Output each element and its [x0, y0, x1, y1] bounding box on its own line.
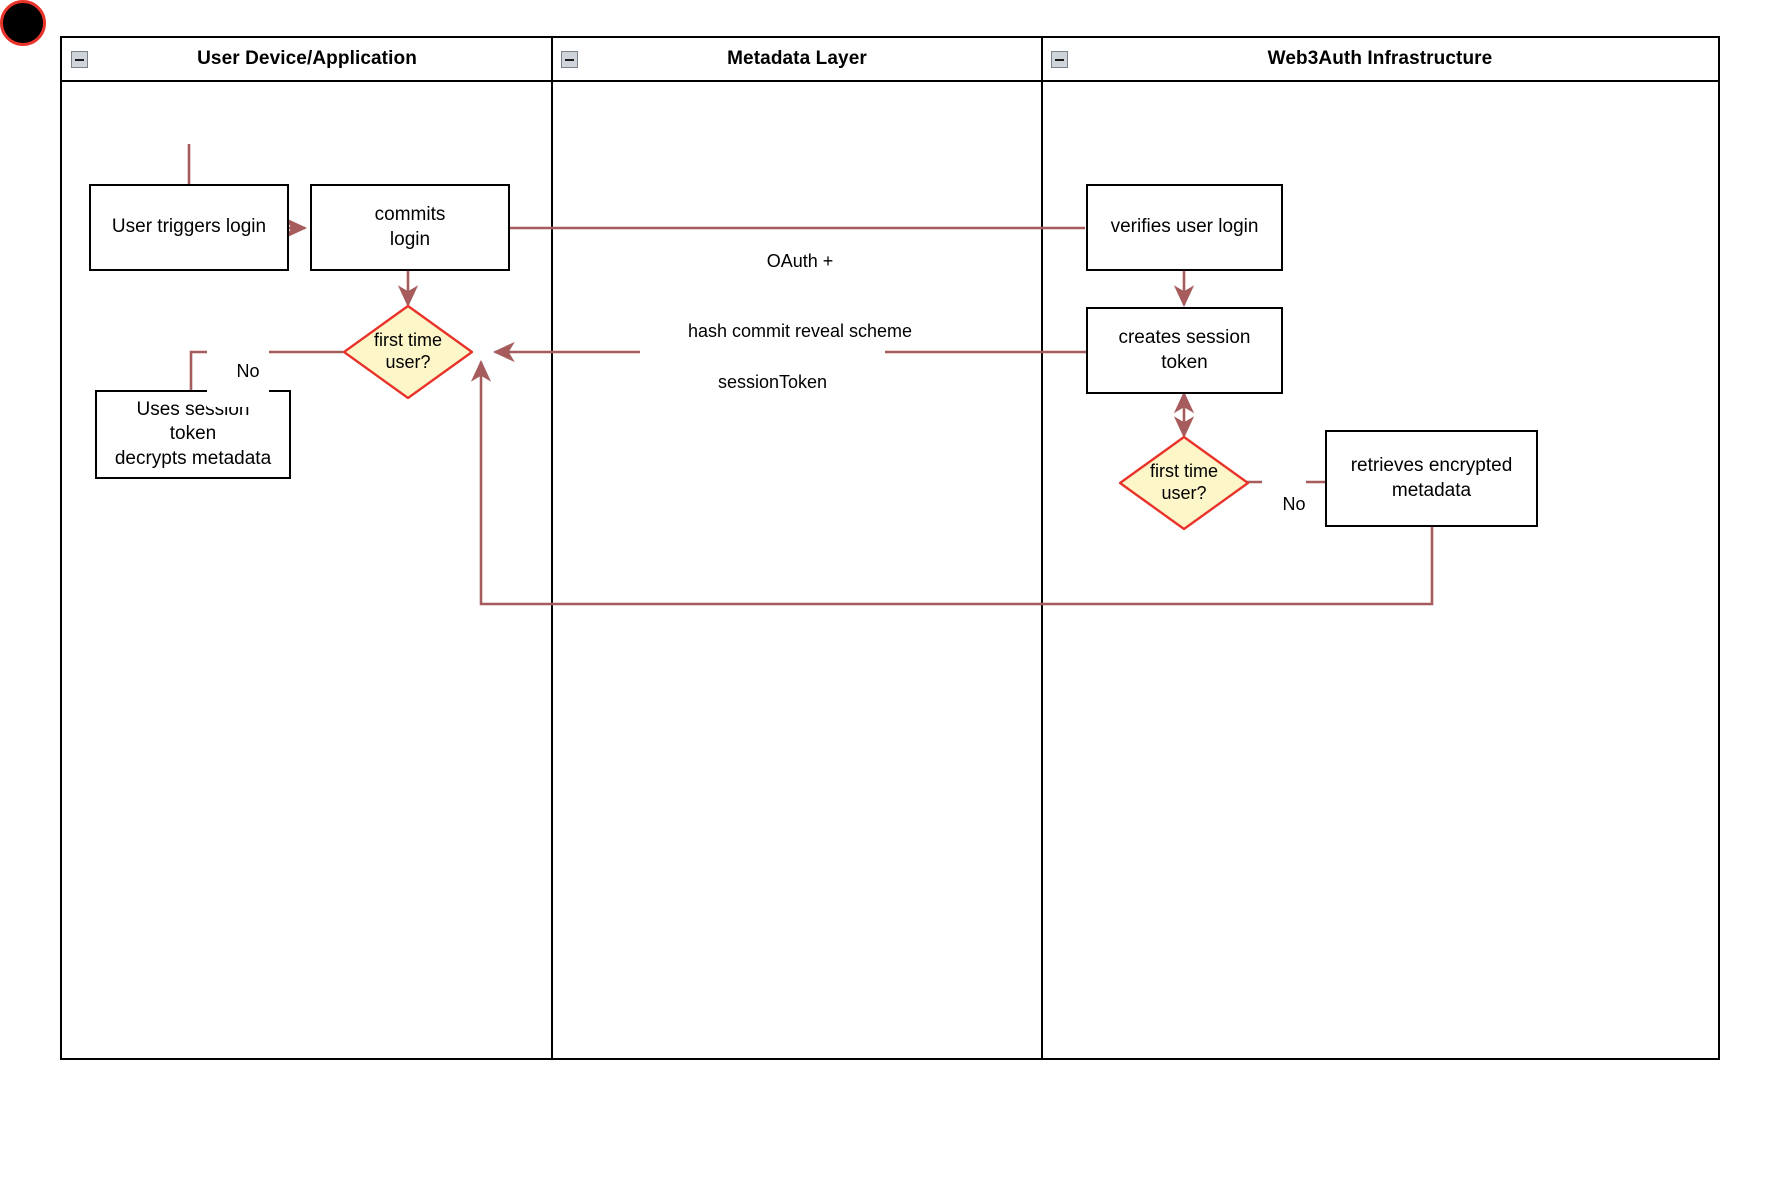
activity-label-line2: token — [169, 423, 217, 445]
edge-label-line1: OAuth + — [766, 250, 834, 271]
activity-retrieves-encrypted-metadata[interactable]: retrieves encrypted metadata — [1325, 430, 1538, 527]
decision-label-line1: first time — [1149, 461, 1218, 482]
activity-commits-login[interactable]: commits login — [310, 184, 510, 271]
activity-label-line3: decrypts metadata — [114, 447, 272, 469]
edge-label-line2: hash commit reveal scheme — [687, 320, 913, 341]
edge-label-no-left: No — [207, 337, 269, 408]
lane-divider-1 — [551, 38, 553, 1058]
activity-label: User triggers login — [111, 216, 267, 238]
minus-icon[interactable] — [561, 51, 578, 68]
lane-user-device: User Device/Application — [62, 38, 552, 1058]
minus-icon[interactable] — [71, 51, 88, 68]
activity-label-line2: token — [1161, 351, 1208, 373]
minus-icon[interactable] — [1051, 51, 1068, 68]
lane-divider-2 — [1041, 38, 1043, 1058]
decision-label-line2: user? — [1161, 483, 1207, 503]
lane-metadata-layer: Metadata Layer — [552, 38, 1042, 1058]
lane-web3auth: Web3Auth Infrastructure — [1042, 38, 1718, 1058]
decision-label-line1: first time — [373, 330, 442, 351]
lane-header-user-device: User Device/Application — [62, 38, 552, 82]
lane-header-web3auth: Web3Auth Infrastructure — [1042, 38, 1718, 82]
activity-creates-session-token[interactable]: creates session token — [1086, 307, 1283, 394]
start-node — [0, 0, 46, 46]
activity-label-line2: login — [389, 228, 431, 250]
decision-first-time-user-right[interactable]: first time user? — [1119, 436, 1249, 530]
lane-title-web3auth: Web3Auth Infrastructure — [1267, 48, 1493, 69]
lane-title-metadata-layer: Metadata Layer — [727, 48, 867, 69]
decision-first-time-user-left[interactable]: first time user? — [343, 305, 473, 399]
edge-label-no-right: No — [1262, 470, 1306, 541]
lane-header-metadata-layer: Metadata Layer — [552, 38, 1042, 82]
activity-label: verifies user login — [1110, 216, 1259, 238]
lane-title-user-device: User Device/Application — [197, 48, 417, 69]
activity-label-line1: retrieves encrypted — [1350, 455, 1513, 477]
activity-verifies-user-login[interactable]: verifies user login — [1086, 184, 1283, 271]
edge-label-oauth: OAuth + hash commit reveal scheme — [620, 203, 980, 390]
activity-label-line1: commits — [374, 204, 446, 226]
activity-label-line1: creates session — [1118, 327, 1251, 349]
activity-label-line2: metadata — [1391, 479, 1472, 501]
activity-user-triggers-login[interactable]: User triggers login — [89, 184, 289, 271]
edge-label-session-token: sessionToken — [640, 348, 885, 419]
decision-label-line2: user? — [385, 352, 431, 372]
